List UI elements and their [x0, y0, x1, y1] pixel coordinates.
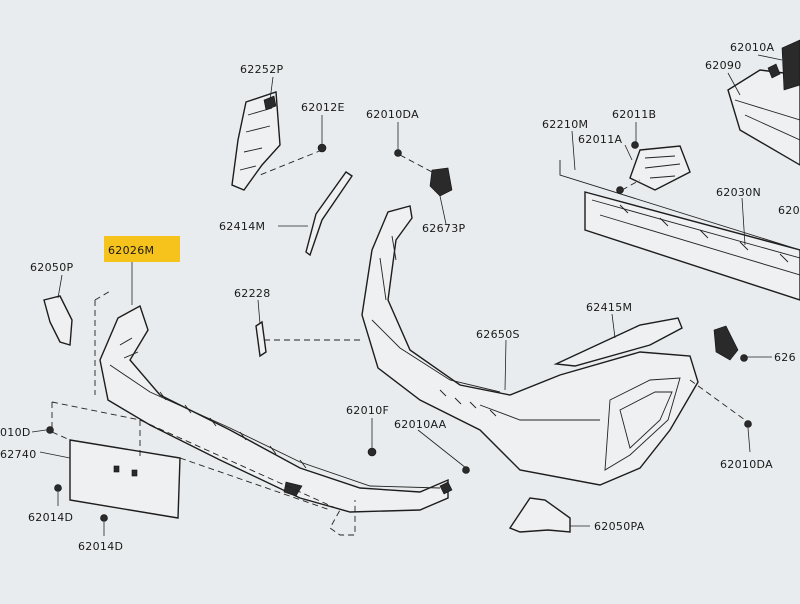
label-62010F: 62010F [346, 404, 389, 417]
bracket-62252P [231, 91, 281, 191]
label-62090: 62090 [705, 59, 742, 72]
label-62014D-b: 62014D [78, 540, 123, 553]
label-62650S: 62650S [476, 328, 520, 341]
label-620-cut: 620 [778, 204, 800, 217]
label-62050PA: 62050PA [594, 520, 645, 533]
label-62030N: 62030N [716, 186, 761, 199]
label-62010DA-right: 62010DA [720, 458, 773, 471]
label-626-cut: 626 [774, 351, 796, 364]
bumper-fascia [361, 205, 699, 486]
label-62415M: 62415M [586, 301, 632, 314]
bracket-62050P [43, 295, 73, 346]
strip-62414M [305, 171, 353, 257]
leader-626-right [689, 379, 746, 421]
leader-lines [31, 54, 783, 536]
label-62010DA-top: 62010DA [366, 108, 419, 121]
bracket-62050PA [508, 497, 571, 533]
highlight-62026M [104, 236, 180, 262]
label-62010A: 62010A [730, 41, 774, 54]
label-62414M: 62414M [219, 220, 265, 233]
clip-626-right [713, 325, 739, 361]
label-62210M: 62210M [542, 118, 588, 131]
label-62011B: 62011B [612, 108, 656, 121]
part-labels: 62252P 62012E 62010DA 62210M 62011B 6201… [0, 41, 800, 553]
label-62228: 62228 [234, 287, 271, 300]
label-62014D-a: 62014D [28, 511, 73, 524]
label-62740: 62740 [0, 448, 37, 461]
lower-bumper-62026M [99, 304, 449, 513]
label-62010AA: 62010AA [394, 418, 447, 431]
label-62050P: 62050P [30, 261, 73, 274]
clip-62673P [429, 167, 453, 197]
leader-62011A [621, 179, 641, 191]
boundary-dashed-lower [51, 401, 356, 536]
bracket-62010A [727, 39, 800, 166]
label-62252P: 62252P [240, 63, 283, 76]
license-plate-62740 [69, 439, 181, 519]
plate-marks [113, 465, 138, 477]
label-62673P: 62673P [422, 222, 465, 235]
leader-62010DA-top [399, 154, 433, 173]
leader-62012E [259, 149, 323, 176]
clip-62228 [255, 320, 267, 358]
label-62026M: 62026M [108, 244, 154, 257]
label-62012E: 62012E [301, 101, 345, 114]
label-62011A: 62011A [578, 133, 622, 146]
garnish-62415M [553, 317, 683, 367]
bracket-62210M [629, 145, 691, 191]
label-010D-cut: 010D [0, 426, 31, 439]
boundary-dashed-upper [94, 289, 113, 395]
reinforcement-62030N [559, 160, 800, 301]
